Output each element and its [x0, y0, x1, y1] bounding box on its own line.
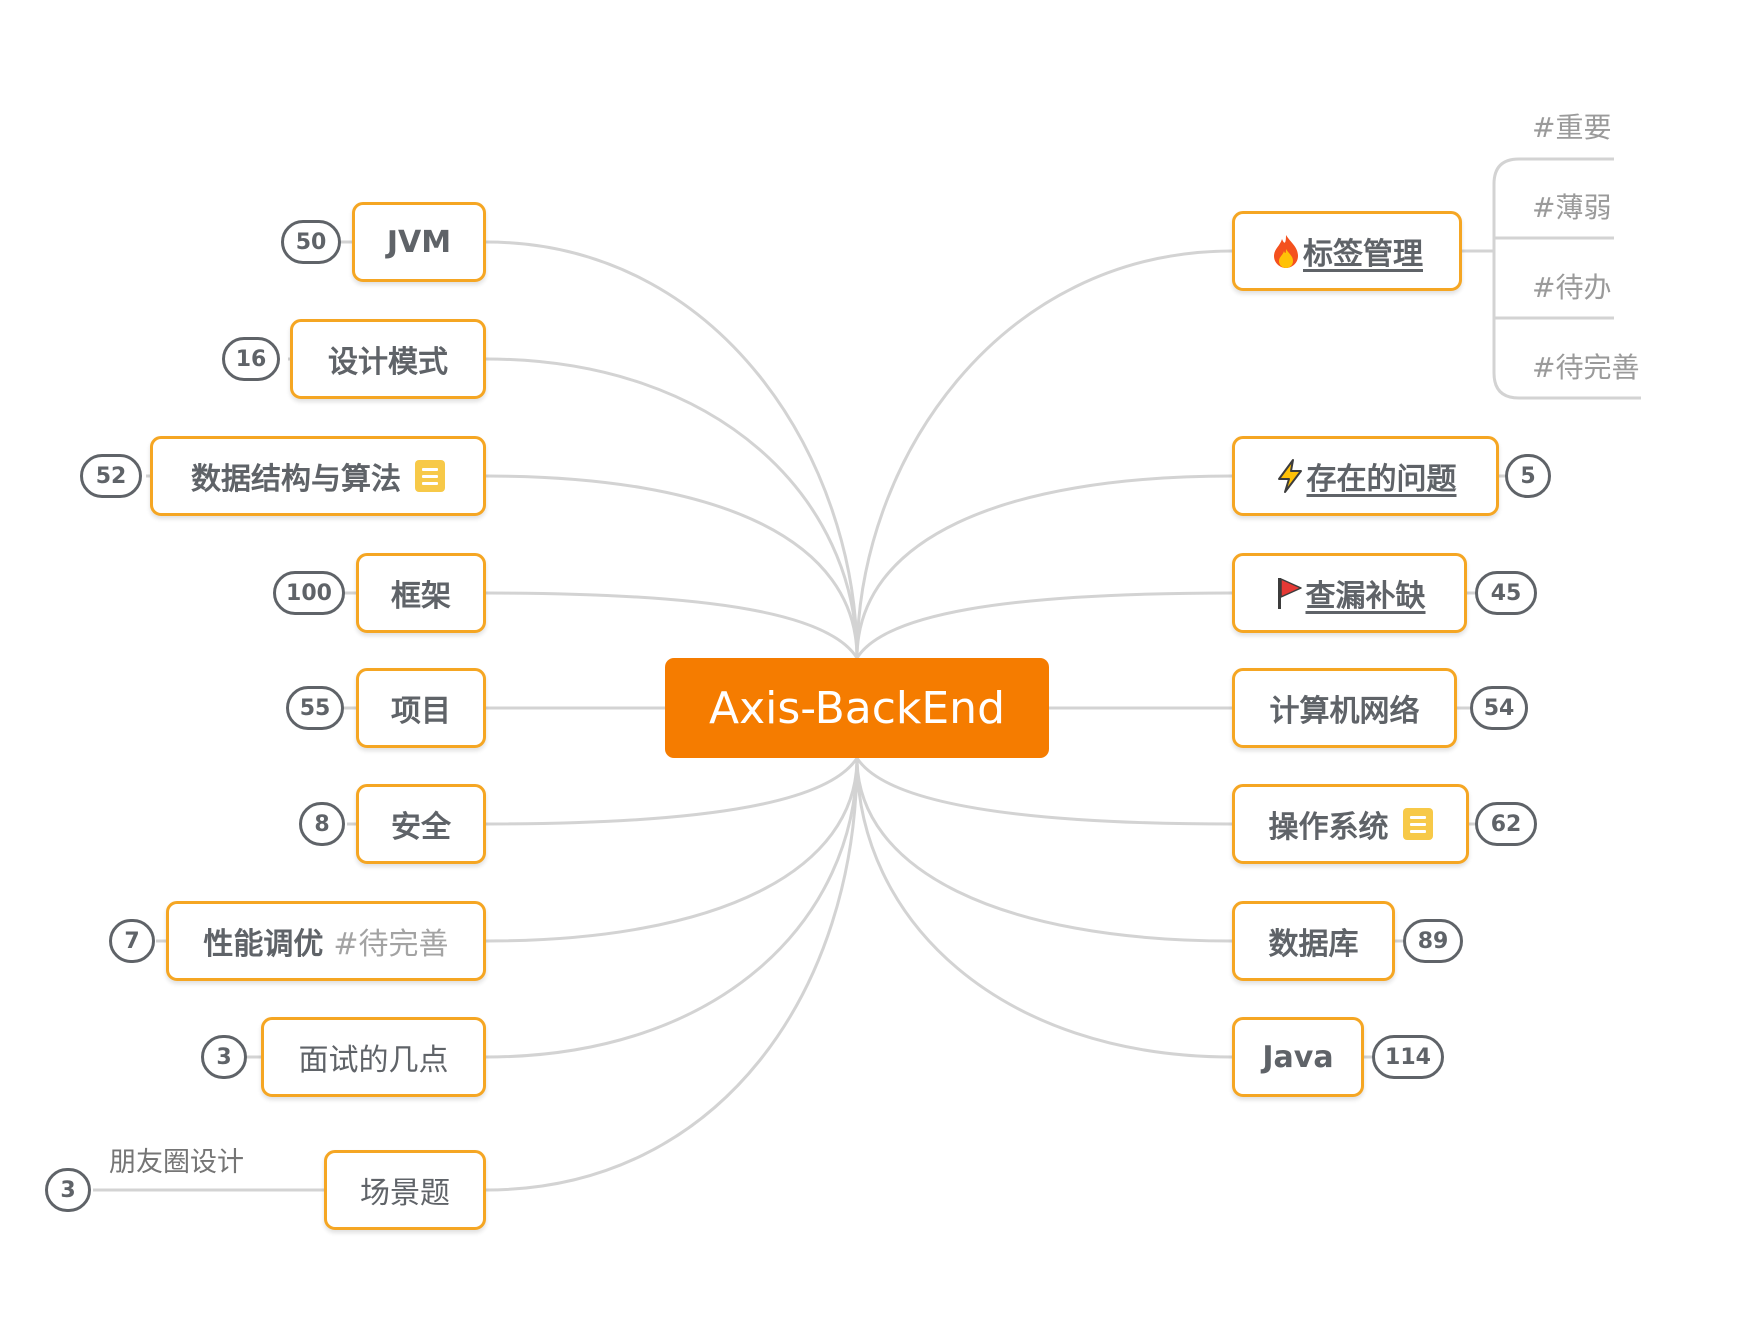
count-badge-frameworks[interactable]: 100	[273, 571, 345, 615]
link-operating-system	[855, 757, 1233, 826]
count-badge-gap-filling[interactable]: 45	[1475, 571, 1537, 615]
note-icon[interactable]	[415, 460, 445, 492]
count-badge-jvm[interactable]: 50	[281, 220, 341, 264]
node-database[interactable]: 数据库	[1232, 901, 1395, 981]
node-label: 面试的几点	[298, 1043, 449, 1078]
node-label: 计算机网络	[1269, 694, 1420, 729]
tag-important[interactable]: #重要	[1532, 111, 1612, 144]
count-badge-interview[interactable]: 3	[201, 1035, 247, 1079]
link-issues	[855, 474, 1233, 659]
link-scenario	[485, 757, 859, 1192]
node-label: 项目	[391, 694, 451, 729]
node-label: JVM	[386, 224, 452, 260]
node-performance[interactable]: 性能调优 #待完善	[166, 901, 486, 981]
node-projects[interactable]: 项目	[356, 668, 486, 748]
count-badge-scenario[interactable]: 3	[45, 1168, 91, 1212]
node-scenario[interactable]: 场景题	[324, 1150, 486, 1230]
lightning-icon	[1275, 458, 1305, 494]
node-label: 标签管理	[1303, 237, 1423, 272]
link-performance	[485, 757, 859, 943]
count-badge-operating-system[interactable]: 62	[1475, 802, 1537, 846]
link-interview	[485, 757, 859, 1059]
node-security[interactable]: 安全	[356, 784, 486, 864]
root-label: Axis-BackEnd	[708, 682, 1006, 734]
tag-weak[interactable]: #薄弱	[1532, 191, 1612, 224]
link-jvm	[485, 240, 859, 659]
red-flag-icon	[1274, 575, 1304, 611]
count-badge-java[interactable]: 114	[1372, 1035, 1444, 1079]
count-badge-issues[interactable]: 5	[1505, 454, 1551, 498]
link-java	[855, 757, 1233, 1059]
node-label: 查漏补缺	[1305, 579, 1426, 614]
child-node-moments-design[interactable]: 朋友圈设计	[109, 1147, 244, 1178]
badge-stubs	[146, 240, 1505, 1059]
node-networking[interactable]: 计算机网络	[1232, 668, 1457, 748]
node-issues[interactable]: 存在的问题	[1232, 436, 1499, 516]
node-label: 操作系统	[1268, 810, 1389, 845]
node-data-structures[interactable]: 数据结构与算法	[150, 436, 486, 516]
node-tag-management[interactable]: 标签管理	[1232, 211, 1462, 291]
count-badge-networking[interactable]: 54	[1470, 686, 1528, 730]
link-gap-filling	[855, 591, 1233, 659]
node-jvm[interactable]: JVM	[352, 202, 486, 282]
node-label: 性能调优	[203, 927, 324, 962]
node-gap-filling[interactable]: 查漏补缺	[1232, 553, 1467, 633]
count-badge-security[interactable]: 8	[299, 802, 345, 846]
note-icon[interactable]	[1402, 808, 1433, 840]
node-label: 框架	[391, 579, 451, 614]
node-label: Java	[1262, 1039, 1334, 1075]
node-design-patterns[interactable]: 设计模式	[290, 319, 486, 399]
count-badge-database[interactable]: 89	[1403, 919, 1463, 963]
root-node[interactable]: Axis-BackEnd	[665, 658, 1049, 758]
node-label: 安全	[391, 810, 451, 845]
link-data-structures	[485, 474, 859, 659]
node-label: 数据库	[1268, 927, 1359, 962]
count-badge-data-structures[interactable]: 52	[80, 454, 142, 498]
count-badge-projects[interactable]: 55	[286, 686, 344, 730]
link-design-patterns	[485, 357, 859, 659]
tag-bracket	[1462, 157, 1641, 400]
node-operating-system[interactable]: 操作系统	[1232, 784, 1469, 864]
node-label: 存在的问题	[1306, 462, 1457, 497]
node-label: 数据结构与算法	[191, 462, 401, 497]
link-tag-management	[855, 249, 1233, 659]
tag-todo[interactable]: #待办	[1532, 271, 1612, 304]
node-java[interactable]: Java	[1232, 1017, 1364, 1097]
link-security	[485, 757, 859, 826]
node-label: 场景题	[360, 1176, 450, 1211]
node-frameworks[interactable]: 框架	[356, 553, 486, 633]
node-label: 设计模式	[328, 345, 448, 380]
count-badge-performance[interactable]: 7	[109, 919, 155, 963]
count-badge-design-patterns[interactable]: 16	[222, 337, 280, 381]
fire-icon	[1271, 233, 1301, 269]
node-interview[interactable]: 面试的几点	[261, 1017, 486, 1097]
tag-to-be-improved[interactable]: #待完善	[1532, 351, 1640, 384]
link-frameworks	[485, 591, 859, 659]
node-tag: #待完善	[333, 927, 449, 962]
link-database	[855, 757, 1233, 943]
